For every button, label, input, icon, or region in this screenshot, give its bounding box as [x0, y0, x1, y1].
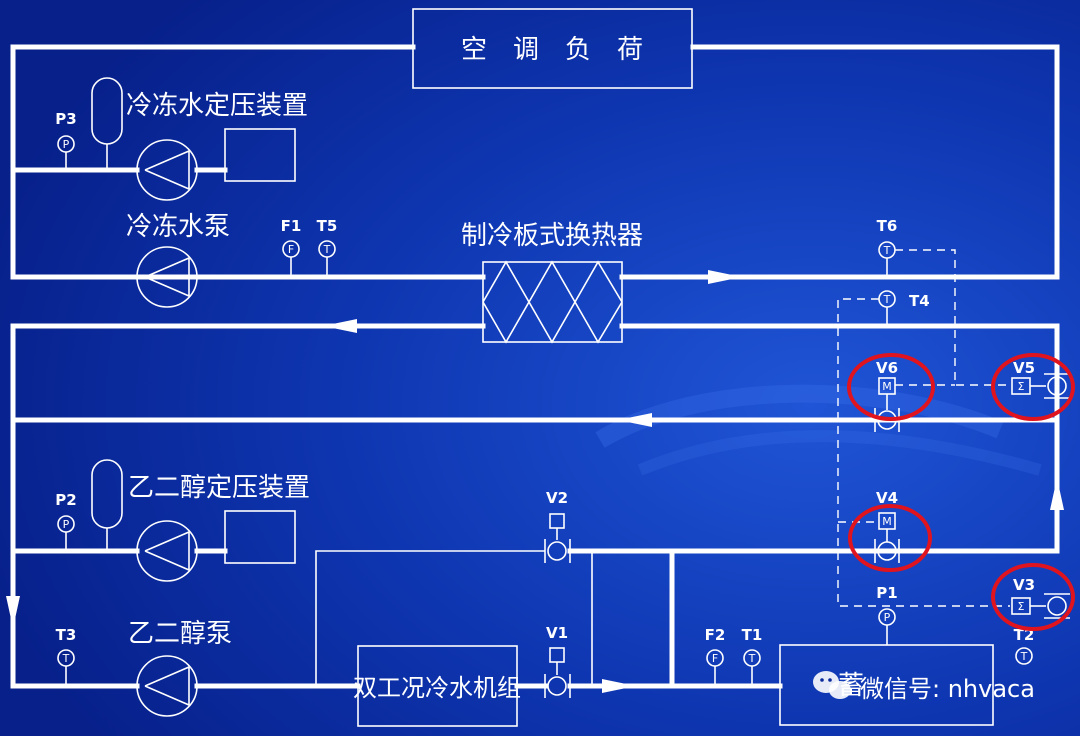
- V1-valve-icon: [544, 647, 571, 698]
- load-label: 空 调 负 荷: [461, 35, 643, 65]
- T2-letter: T: [1020, 650, 1028, 663]
- V2-valve-icon: [544, 513, 571, 563]
- glycol-pump-icon: [136, 655, 198, 717]
- T5-letter: T: [323, 243, 331, 256]
- T5-tag: T5: [317, 217, 338, 235]
- V5-valve-icon: [1011, 373, 1070, 399]
- flow-arrow-right: [708, 270, 742, 284]
- V4-motor-letter: M: [882, 515, 892, 528]
- highlight-V3: [991, 563, 1075, 631]
- T4-letter: T: [883, 293, 891, 306]
- chw-pressurizer-label: 冷冻水定压装置: [126, 91, 308, 121]
- P2-tag: P2: [55, 491, 76, 509]
- chiller-box: [357, 645, 518, 727]
- P1-tag: P1: [876, 584, 897, 602]
- V6-tag: V6: [876, 359, 898, 377]
- T3-letter: T: [62, 652, 70, 665]
- V3-sigma: Σ: [1018, 600, 1025, 613]
- highlight-V4: [848, 504, 932, 572]
- flow-arrow-up: [1050, 478, 1064, 510]
- flow-arrow-down: [6, 596, 20, 628]
- bypass-line-right: [570, 550, 593, 686]
- glycol-pressurizer-label: 乙二醇定压装置: [128, 473, 310, 503]
- load-box: [412, 8, 693, 89]
- highlight-V6: [847, 353, 935, 421]
- T6-tag: T6: [877, 217, 898, 235]
- highlight-V5: [991, 353, 1075, 421]
- glycol-pump-label: 乙二醇泵: [128, 619, 232, 649]
- chw-makeup-pump-icon: [136, 139, 198, 201]
- chw-pump-label: 冷冻水泵: [126, 212, 230, 242]
- control-signal-lines: [837, 249, 1010, 607]
- highlight-circles: [847, 353, 1075, 631]
- P3-tag: P3: [55, 110, 76, 128]
- V4-valve-icon: [874, 512, 900, 563]
- chw-pressurizer-box: [224, 128, 296, 182]
- V5-tag: V5: [1013, 359, 1035, 377]
- watermark-text: 微信号: nhvaca: [860, 675, 1035, 703]
- V2-tag: V2: [546, 489, 568, 507]
- T6-letter: T: [883, 244, 891, 257]
- watermark: 微信号: nhvaca: [813, 671, 1035, 703]
- F1-letter: F: [288, 243, 294, 256]
- P2-letter: P: [63, 518, 70, 531]
- V4-tag: V4: [876, 489, 898, 507]
- flow-arrow-left-2: [618, 413, 652, 427]
- decor-swirl-2: [637, 430, 1042, 476]
- F2-tag: F2: [705, 626, 726, 644]
- P3-letter: P: [63, 138, 70, 151]
- glycol-pressurizer-box: [224, 510, 296, 564]
- T4-tag: T4: [909, 292, 930, 310]
- chw-loop-pipes: [10, 44, 1060, 280]
- V5-sigma: Σ: [1018, 380, 1025, 393]
- T2-sensor: [1015, 647, 1033, 665]
- T3-tag: T3: [56, 626, 77, 644]
- hx-label: 制冷板式换热器: [461, 221, 643, 251]
- V6-motor-letter: M: [882, 380, 892, 393]
- glycol-makeup-pump-icon: [136, 520, 198, 582]
- T1-tag: T1: [742, 626, 763, 644]
- chw-pump-icon: [136, 246, 198, 308]
- V6-valve-icon: [874, 377, 900, 432]
- F1-tag: F1: [281, 217, 302, 235]
- P1-letter: P: [884, 611, 891, 624]
- V3-tag: V3: [1013, 576, 1035, 594]
- flow-arrow-left: [323, 319, 357, 333]
- chiller-label: 双工况冷水机组: [353, 674, 521, 702]
- plate-heat-exchanger: [482, 260, 623, 344]
- V1-tag: V1: [546, 624, 568, 642]
- T1-letter: T: [748, 652, 756, 665]
- wechat-icon: [813, 671, 851, 699]
- F2-letter: F: [712, 652, 718, 665]
- bypass-line: [315, 550, 545, 686]
- flow-arrow-right-2: [602, 679, 636, 693]
